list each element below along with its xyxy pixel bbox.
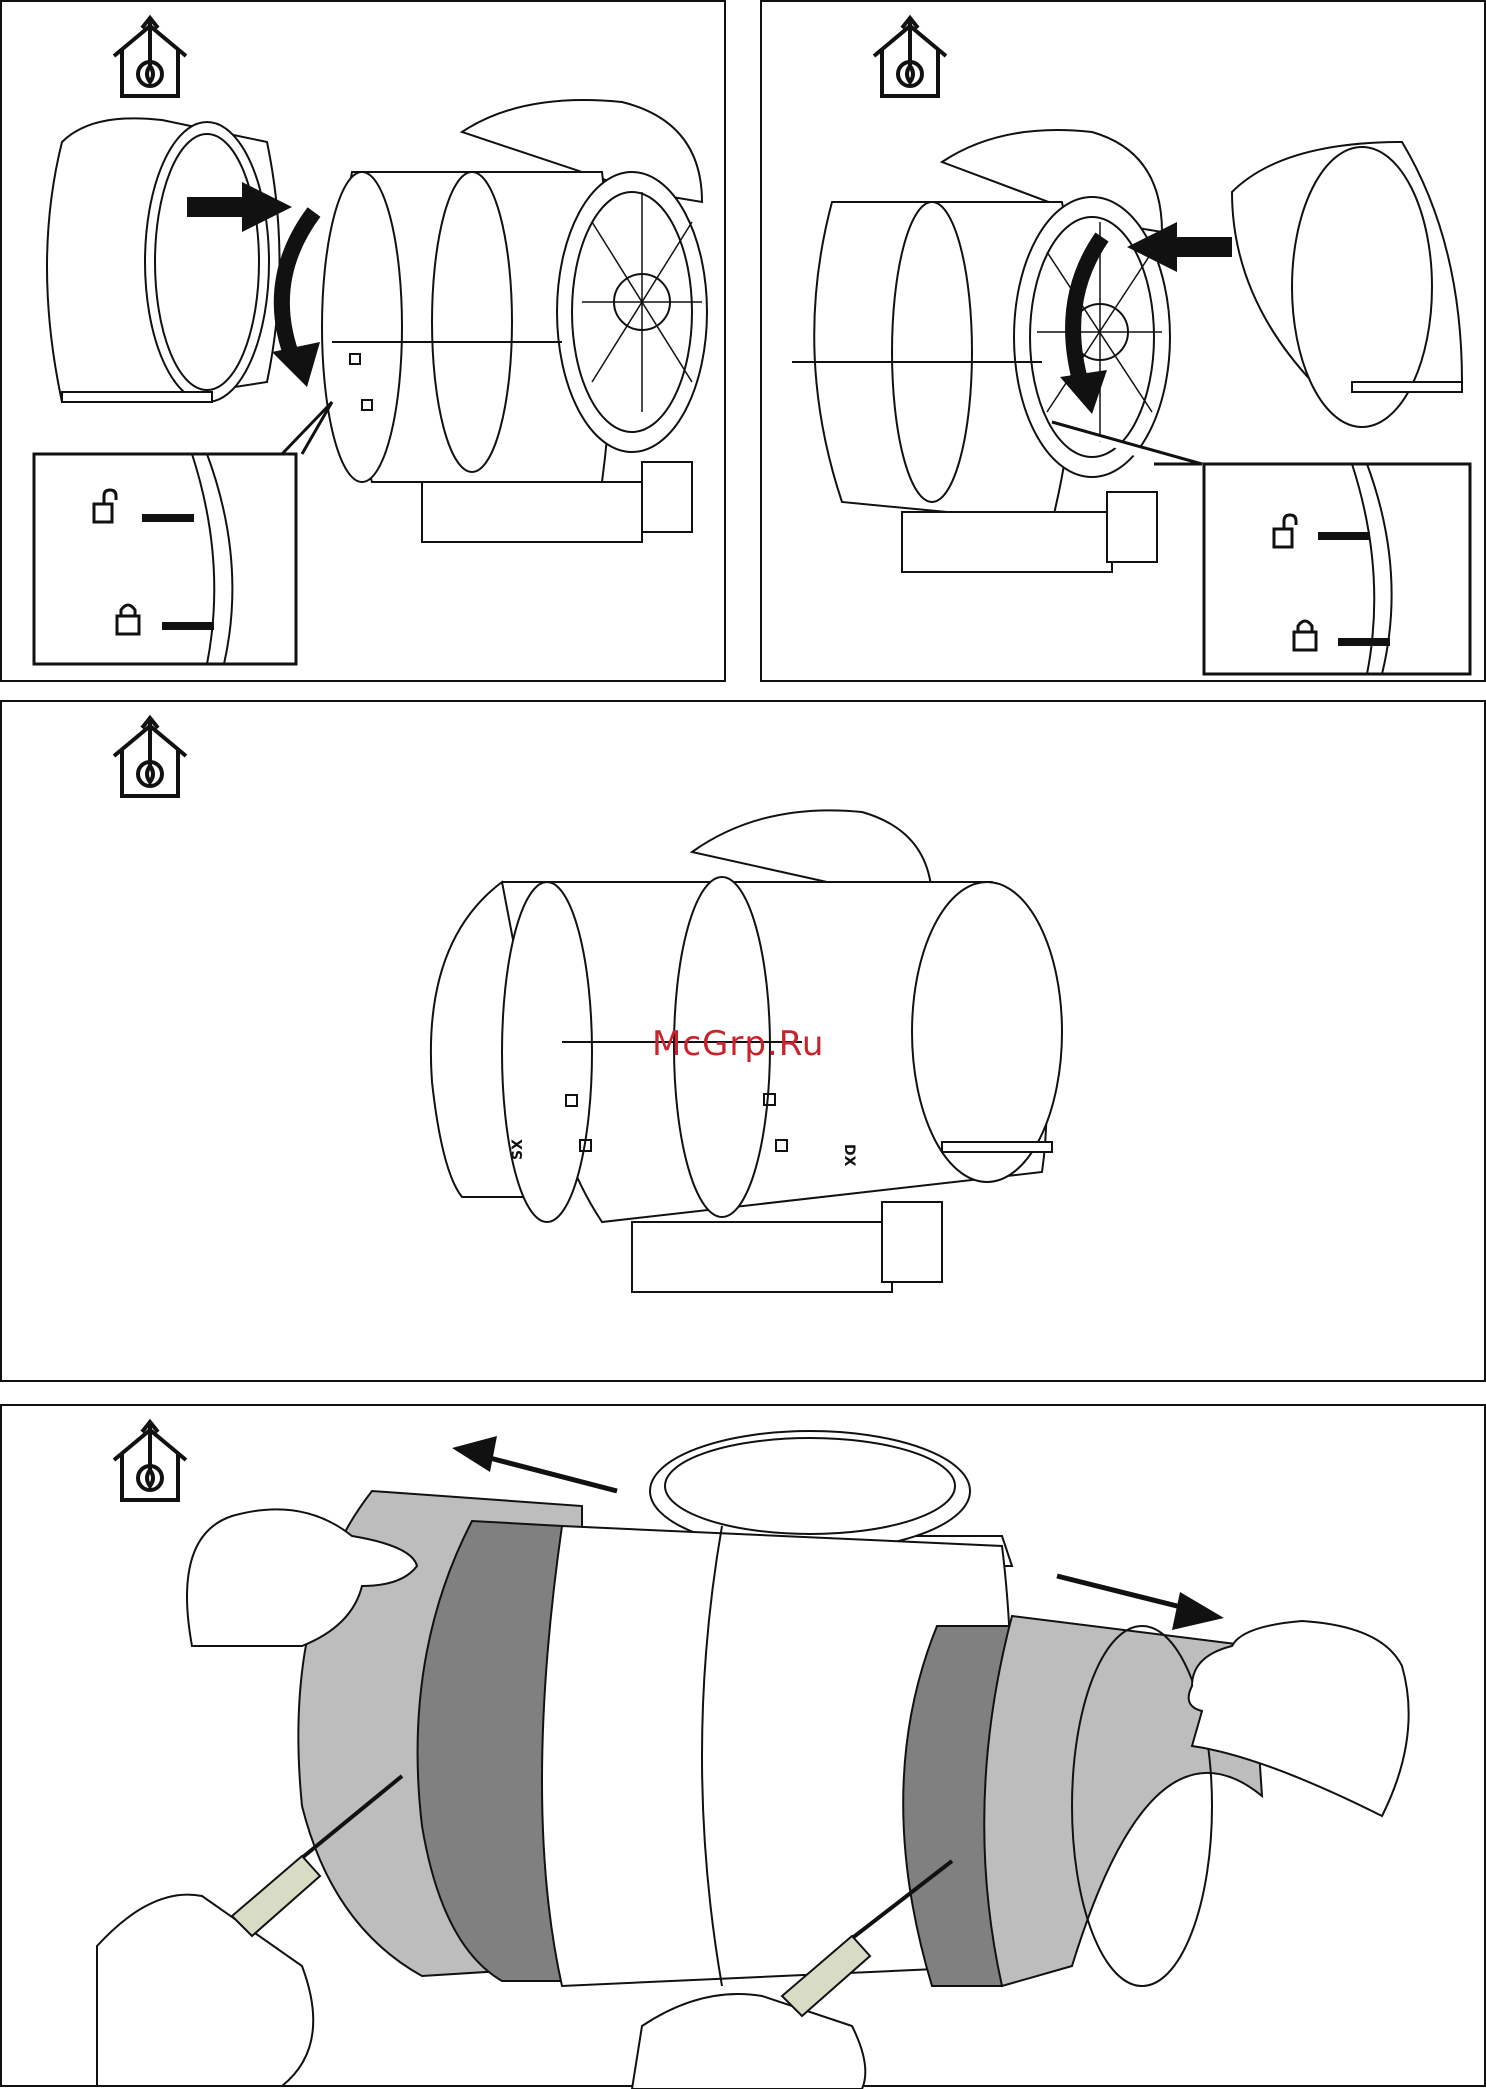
hand-right-bottom — [632, 1994, 865, 2089]
step-1-illustration — [2, 2, 728, 684]
house-recirculation-icon — [114, 18, 186, 96]
right-cover — [1232, 142, 1462, 427]
panel-step-2 — [760, 0, 1486, 682]
step-4-illustration — [2, 1406, 1486, 2089]
panel-step-3: SX DX McGrp.Ru — [0, 700, 1486, 1382]
watermark-text: McGrp.Ru — [652, 1024, 824, 1064]
side-marking-left: SX — [510, 1139, 526, 1160]
lock-alignment-line — [1338, 638, 1390, 646]
cover-wrap — [298, 1491, 1262, 1986]
house-recirculation-icon — [114, 718, 186, 796]
side-marking-right: DX — [841, 1144, 857, 1167]
arrow-left-pull — [452, 1436, 617, 1491]
unlock-alignment-line — [1318, 532, 1370, 540]
left-cover — [47, 118, 280, 402]
fan-motor-unit — [322, 100, 707, 542]
house-recirculation-icon — [114, 1422, 186, 1500]
arrow-right-pull — [1057, 1576, 1224, 1630]
hand-right-top — [1189, 1621, 1409, 1816]
fan-motor-unit — [792, 130, 1170, 572]
house-recirculation-icon — [874, 18, 946, 96]
lock-alignment-line — [162, 622, 214, 630]
step-2-illustration — [762, 2, 1486, 684]
unlock-alignment-line — [142, 514, 194, 522]
panel-step-4 — [0, 1404, 1486, 2087]
panel-step-1 — [0, 0, 726, 682]
hand-left-bottom — [97, 1895, 313, 2086]
